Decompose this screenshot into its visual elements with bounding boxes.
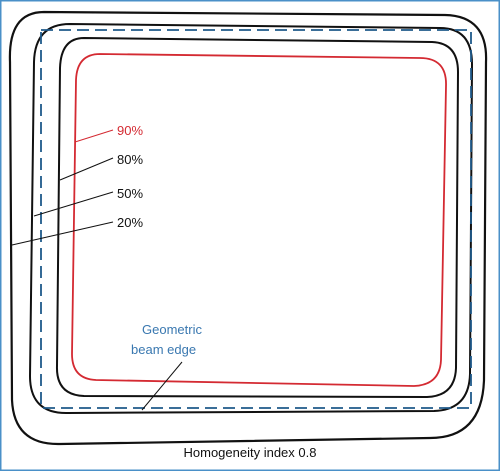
geometric-beam-edge: [40, 29, 472, 409]
leader-80: [59, 157, 114, 181]
isodose-80-curve: [55, 36, 460, 399]
label-90: 90%: [117, 123, 143, 138]
isodose-50-curve: [28, 22, 474, 415]
isodose-90-curve: [71, 53, 447, 387]
caption: Homogeneity index 0.8: [184, 445, 317, 460]
leader-50: [33, 191, 114, 217]
isodose-20-curve: [8, 10, 488, 446]
leader-90: [74, 129, 114, 143]
beam-edge-label-line1: Geometric: [142, 322, 202, 337]
beam-edge-label-line2: beam edge: [131, 342, 196, 357]
label-50: 50%: [117, 186, 143, 201]
leader-20: [11, 221, 114, 246]
label-20: 20%: [117, 215, 143, 230]
label-80: 80%: [117, 152, 143, 167]
leader-beam-edge: [141, 361, 183, 411]
